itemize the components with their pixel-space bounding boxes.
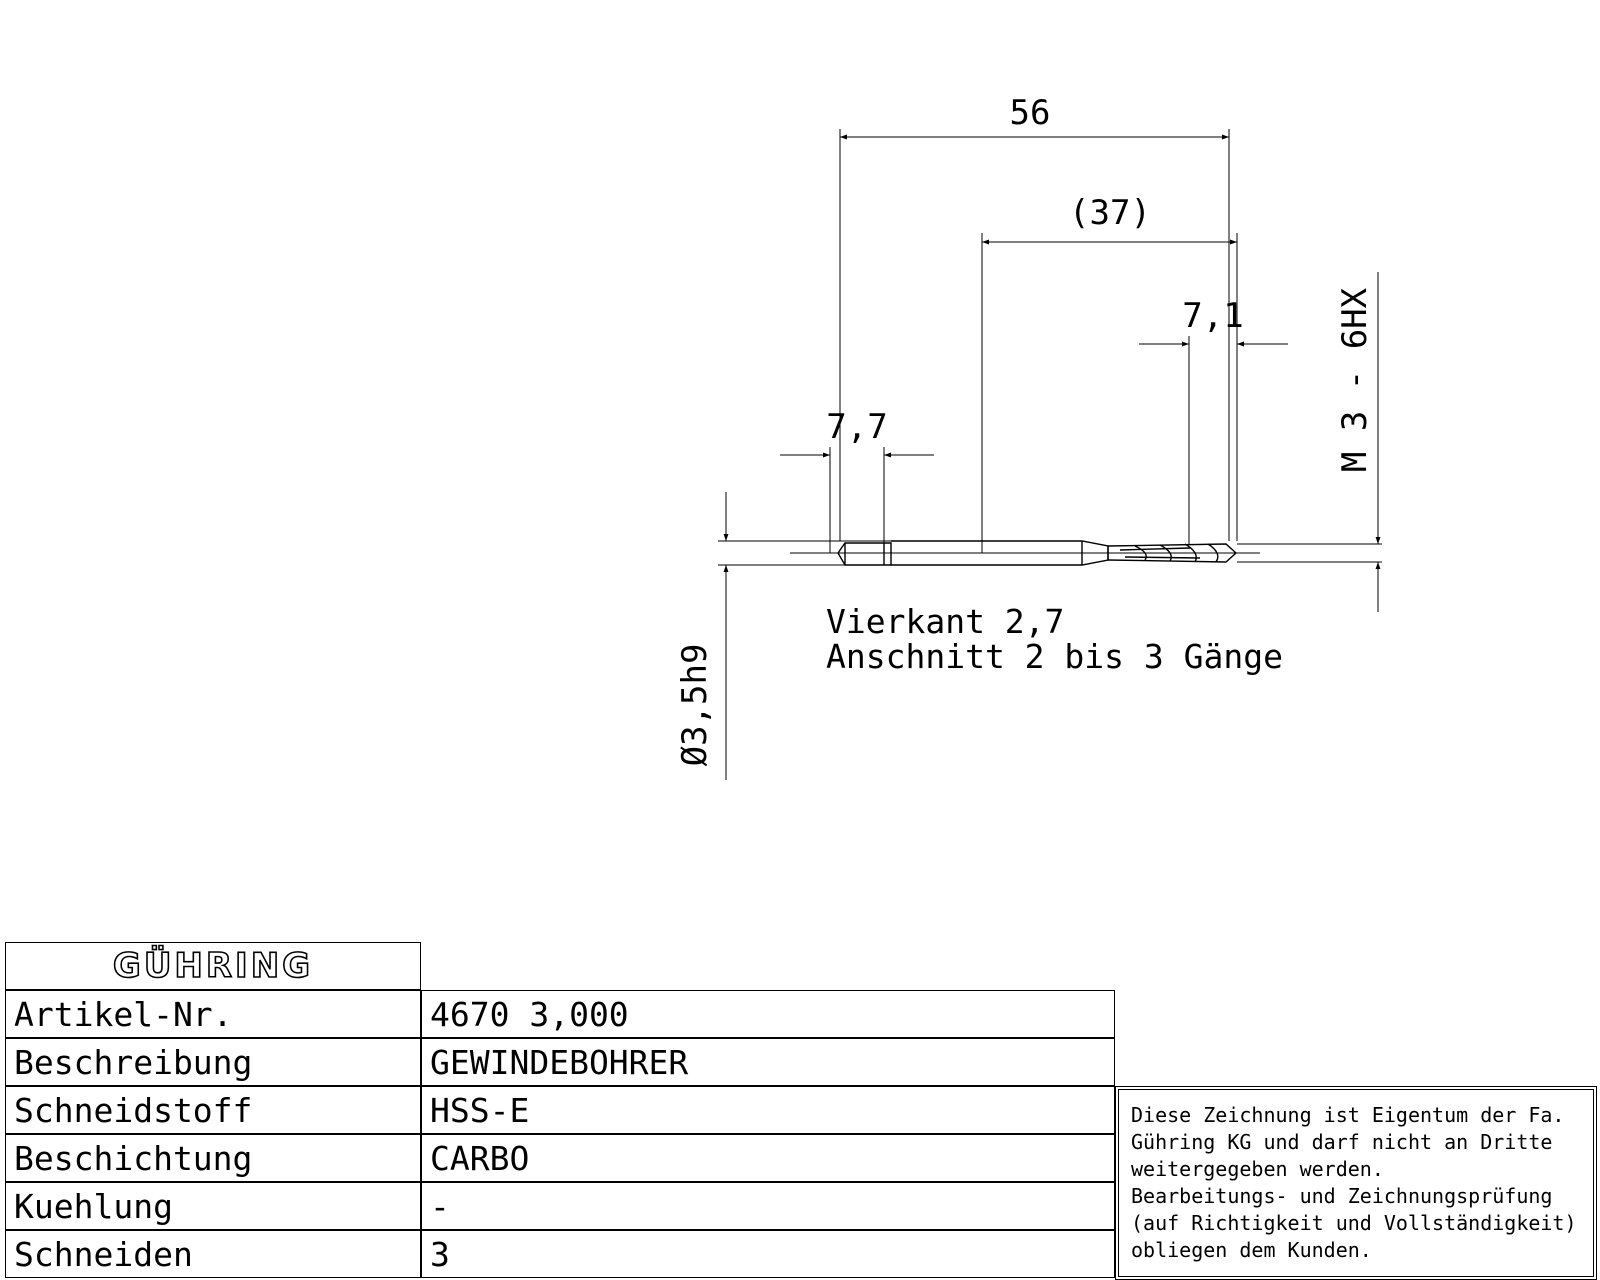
notice-line: weitergegeben werden. <box>1131 1157 1384 1181</box>
dim-label-thread-length: (37) <box>1069 193 1151 233</box>
dim-label-chamfer: 7,1 <box>1182 296 1243 336</box>
label-schneidstoff: Schneidstoff <box>5 1086 421 1134</box>
dim-label-overall: 56 <box>1010 93 1051 133</box>
dimension-thread-length: (37) <box>981 193 1238 553</box>
tap-outline <box>790 540 1260 566</box>
label-schneiden: Schneiden <box>5 1230 421 1278</box>
notice-line: Bearbeitungs- und Zeichnungsprüfung <box>1131 1184 1553 1208</box>
dim-label-thread-size: M 3 - 6HX <box>1335 287 1375 472</box>
notice-line: (auf Richtigkeit und Vollständigkeit) <box>1131 1211 1577 1235</box>
value-kuehlung: - <box>421 1182 1115 1230</box>
dim-label-square: 7,7 <box>826 407 887 447</box>
notice-text: Diese Zeichnung ist Eigentum der Fa. Gühr… <box>1118 1089 1594 1277</box>
notice-line: obliegen dem Kunden. <box>1131 1238 1372 1262</box>
value-beschreibung: GEWINDEBOHRER <box>421 1038 1115 1086</box>
label-artikel-nr: Artikel-Nr. <box>5 990 421 1038</box>
label-beschreibung: Beschreibung <box>5 1038 421 1086</box>
ownership-notice: Diese Zeichnung ist Eigentum der Fa. Gühr… <box>1115 1086 1597 1280</box>
notice-line: Diese Zeichnung ist Eigentum der Fa. <box>1131 1103 1565 1127</box>
label-beschichtung: Beschichtung <box>5 1134 421 1182</box>
note-square: Vierkant 2,7 <box>826 602 1064 641</box>
dimension-shank-diameter: Ø3,5h9 <box>675 492 891 780</box>
logo-cell: GÜHRING <box>5 942 421 990</box>
label-kuehlung: Kuehlung <box>5 1182 421 1230</box>
value-beschichtung: CARBO <box>421 1134 1115 1182</box>
dim-label-shank-diameter: Ø3,5h9 <box>675 644 715 767</box>
dimension-square-length: 7,7 <box>780 407 934 553</box>
dimension-chamfer-length: 7,1 <box>1139 296 1288 545</box>
notice-line: Gühring KG und darf nicht an Dritte <box>1131 1130 1553 1154</box>
value-schneidstoff: HSS-E <box>421 1086 1115 1134</box>
dimension-thread-size: M 3 - 6HX <box>1237 272 1382 612</box>
dimension-overall-length: 56 <box>839 93 1230 541</box>
value-schneiden: 3 <box>421 1230 1115 1278</box>
guehring-logo: GÜHRING <box>112 946 314 986</box>
title-block: GÜHRING Artikel-Nr. 4670 3,000 Beschreib… <box>5 942 1115 1280</box>
note-chamfer: Anschnitt 2 bis 3 Gänge <box>826 637 1283 676</box>
value-artikel-nr: 4670 3,000 <box>421 990 1115 1038</box>
